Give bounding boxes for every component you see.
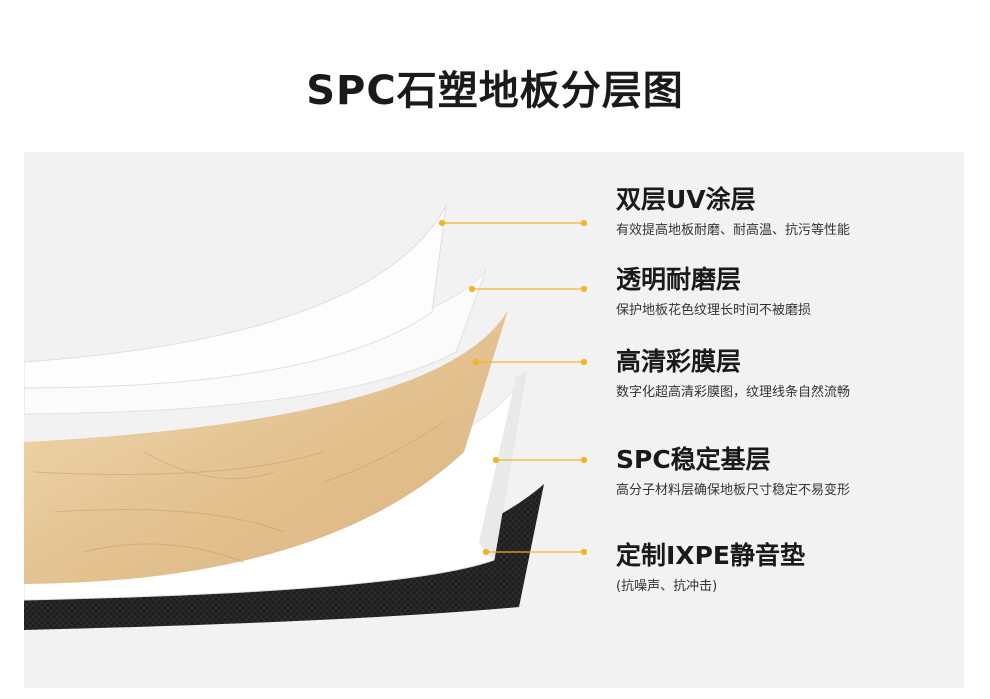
- layer-desc: 高分子材料层确保地板尺寸稳定不易变形: [616, 483, 851, 498]
- layer-desc: (抗噪声、抗冲击): [616, 579, 718, 594]
- layer-desc: 保护地板花色纹理长时间不被磨损: [616, 303, 812, 318]
- decor-film-layer-shape: [24, 310, 508, 584]
- layer-label-uv: 双层UV涂层 有效提高地板耐磨、耐高温、抗污等性能: [616, 184, 956, 240]
- layer-desc: 数字化超高清彩膜图，纹理线条自然流畅: [616, 385, 851, 400]
- layer-name: 高清彩膜层: [616, 347, 742, 376]
- layer-name: 定制IXPE静音垫: [616, 541, 805, 570]
- layer-name: 双层UV涂层: [616, 185, 756, 214]
- ixpe-layer-shape: [24, 484, 544, 630]
- page-title: SPC石塑地板分层图: [306, 68, 684, 114]
- uv-layer-shape: [24, 205, 447, 389]
- layer-name: 透明耐磨层: [616, 265, 742, 294]
- layer-name: SPC稳定基层: [616, 445, 771, 474]
- layer-label-decor: 高清彩膜层 数字化超高清彩膜图，纹理线条自然流畅: [616, 346, 956, 402]
- leader-lines: [438, 219, 588, 556]
- layer-label-spc: SPC稳定基层 高分子材料层确保地板尺寸稳定不易变形: [616, 444, 956, 500]
- spc-base-layer-edge: [479, 372, 526, 560]
- layer-label-wear: 透明耐磨层 保护地板花色纹理长时间不被磨损: [616, 264, 956, 320]
- layer-illustration: [24, 205, 588, 630]
- layer-label-ixpe: 定制IXPE静音垫 (抗噪声、抗冲击): [616, 540, 956, 596]
- diagram-panel: 双层UV涂层 有效提高地板耐磨、耐高温、抗污等性能 透明耐磨层 保护地板花色纹理…: [24, 152, 964, 688]
- layer-desc: 有效提高地板耐磨、耐高温、抗污等性能: [616, 223, 851, 238]
- wood-grain-lines: [33, 421, 445, 563]
